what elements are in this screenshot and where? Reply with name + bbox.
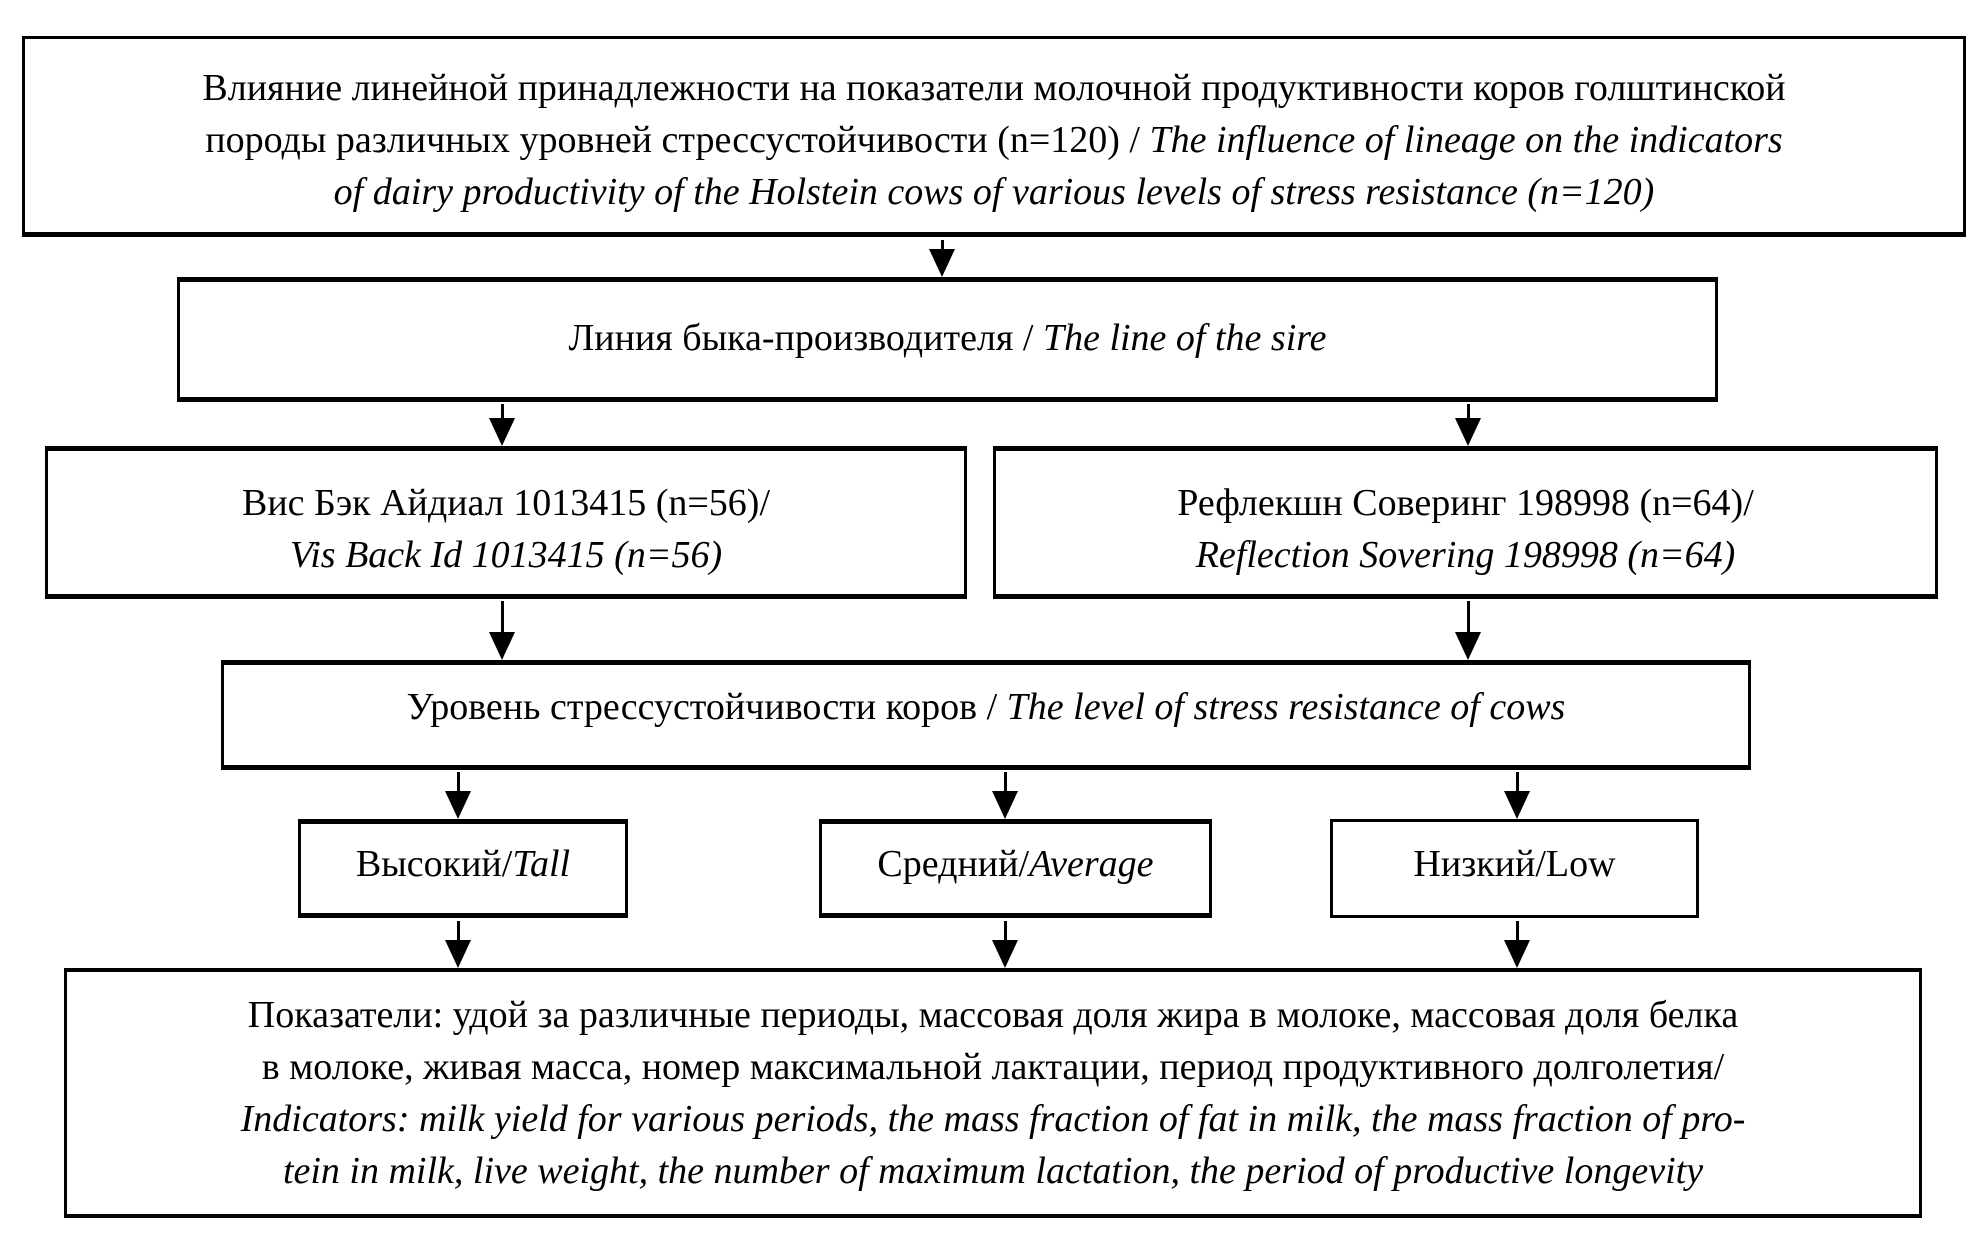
- arrow-title-to-sireline: [929, 240, 955, 277]
- indicators-line-4: tein in milk, live weight, the number of…: [282, 1150, 1704, 1192]
- arrow-right-to-stress: [1455, 601, 1481, 660]
- arrow-sireline-to-left: [489, 404, 515, 446]
- stress-level-ru: Уровень стрессустойчивости коров /: [406, 686, 1007, 728]
- sire-line-box: Линия быка-производителя / The line of t…: [177, 277, 1718, 402]
- stress-level-label: Уровень стрессустойчивости коров / The l…: [407, 681, 1566, 733]
- level-low-ru: Низкий/Low: [1413, 842, 1616, 885]
- sire-left-box: Вис Бэк Айдиал 1013415 (n=56)/ Vis Back …: [45, 446, 967, 599]
- level-mid-box: Средний/Average: [819, 819, 1212, 918]
- stress-level-en: The level of stress resistance of cows: [1006, 686, 1566, 728]
- arrow-stress-to-mid: [992, 772, 1018, 819]
- sire-line-label: Линия быка-производителя / The line of t…: [568, 312, 1326, 364]
- title-box: Влияние линейной принадлежности на показ…: [22, 36, 1966, 237]
- title-line-1: Влияние линейной принадлежности на показ…: [202, 66, 1786, 109]
- level-high-box: Высокий/Tall: [298, 819, 628, 918]
- level-low-box: Низкий/Low: [1330, 819, 1699, 918]
- level-mid-en: Average: [1029, 842, 1154, 885]
- title-line-2-ru: породы различных уровней стрессустойчиво…: [205, 118, 1150, 161]
- level-high-en: Tall: [512, 842, 571, 885]
- sire-right-box: Рефлекшн Соверинг 198998 (n=64)/ Reflect…: [993, 446, 1938, 599]
- sire-line-en: The line of the sire: [1042, 317, 1327, 359]
- arrow-stress-to-high: [445, 772, 471, 819]
- sire-right-en: Reflection Sovering 198998 (n=64): [1195, 534, 1736, 576]
- arrow-stress-to-low: [1504, 772, 1530, 819]
- title-line-3: of dairy productivity of the Holstein co…: [333, 170, 1655, 213]
- level-mid-label: Средний/Average: [877, 838, 1153, 890]
- title-line-2-en: The influence of lineage on the indicato…: [1149, 118, 1783, 161]
- level-low-label: Низкий/Low: [1413, 838, 1615, 890]
- level-high-label: Высокий/Tall: [356, 838, 570, 890]
- stress-level-box: Уровень стрессустойчивости коров / The l…: [221, 660, 1751, 770]
- arrow-sireline-to-right: [1455, 404, 1481, 446]
- arrow-high-to-indicators: [445, 921, 471, 968]
- level-high-ru: Высокий/: [355, 842, 513, 885]
- indicators-line-1: Показатели: удой за различные периоды, м…: [247, 994, 1739, 1036]
- sire-left-en: Vis Back Id 1013415 (n=56): [289, 534, 723, 576]
- indicators-line-2: в молоке, живая масса, номер максимально…: [261, 1046, 1725, 1088]
- level-mid-ru: Средний/: [877, 842, 1030, 885]
- sire-left-ru: Вис Бэк Айдиал 1013415 (n=56)/: [241, 482, 771, 524]
- arrow-mid-to-indicators: [992, 921, 1018, 968]
- sire-right-ru: Рефлекшн Соверинг 198998 (n=64)/: [1177, 482, 1754, 524]
- sire-line-ru: Линия быка-производителя /: [568, 317, 1043, 359]
- title-line-2: породы различных уровней стрессустойчиво…: [205, 114, 1782, 166]
- arrow-low-to-indicators: [1504, 921, 1530, 968]
- indicators-box: Показатели: удой за различные периоды, м…: [64, 968, 1922, 1218]
- indicators-line-3: Indicators: milk yield for various perio…: [240, 1098, 1746, 1140]
- arrow-left-to-stress: [489, 601, 515, 660]
